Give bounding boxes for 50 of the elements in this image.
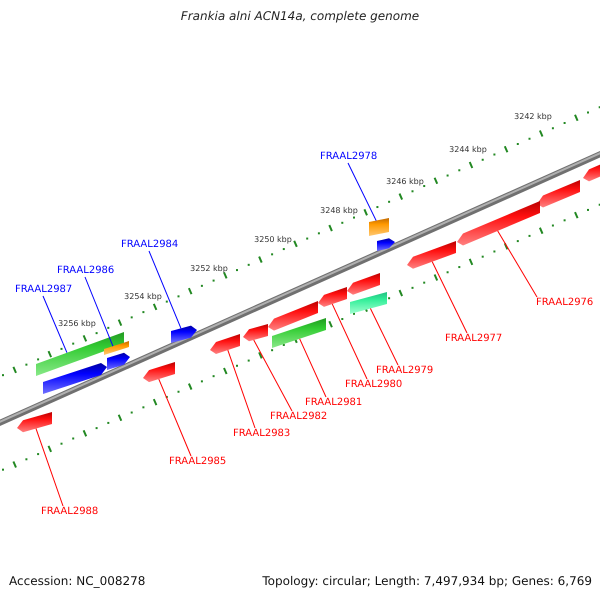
position-label: 3244 kbp [449, 145, 487, 155]
leader-line [497, 230, 538, 298]
gene-label: FRAAL2981 [305, 397, 362, 409]
gene-label: FRAAL2980 [345, 379, 402, 391]
leader-line [299, 338, 326, 398]
gene-label: FRAAL2978 [320, 151, 378, 163]
gene-label: FRAAL2983 [233, 428, 290, 440]
gene-label: FRAAL2979 [376, 365, 434, 377]
gene-bar [243, 324, 268, 342]
gene-bar [17, 412, 52, 432]
gene-bar [36, 332, 124, 376]
gene-label: FRAAL2988 [41, 506, 98, 518]
gene-label: FRAAL2977 [445, 333, 502, 345]
gene-bar [369, 218, 389, 236]
leader-line [370, 308, 398, 366]
diagram-title: Frankia alni ACN14a, complete genome [180, 8, 420, 25]
gene-bar [350, 292, 387, 314]
leader-line [36, 428, 64, 506]
gene-bar [318, 287, 347, 307]
gene-bar [104, 341, 129, 355]
position-label: 3254 kbp [124, 292, 162, 302]
gene-label: FRAAL2982 [270, 411, 328, 423]
leader-line [227, 350, 256, 428]
leader-line [42, 296, 68, 354]
footer-text: Accession: NC_008278 [9, 574, 146, 588]
gene-label: FRAAL2984 [121, 239, 178, 251]
leader-line [348, 162, 377, 222]
leader-line [158, 378, 192, 456]
gene-label: FRAAL2976 [536, 297, 594, 309]
leader-line [84, 276, 114, 347]
position-label: 3242 kbp [514, 112, 552, 122]
gene-bar [407, 241, 456, 269]
position-label: 3252 kbp [190, 264, 228, 274]
gene-bar [143, 362, 175, 382]
position-label: 3248 kbp [320, 206, 358, 216]
gene-label: FRAAL2986 [57, 265, 114, 277]
gene-bar [457, 201, 540, 246]
position-label: 3246 kbp [386, 177, 424, 187]
leader-line [332, 304, 368, 380]
gene-bar [171, 326, 197, 343]
gene-bar [272, 318, 326, 348]
leader-line [253, 339, 292, 412]
gene-bar [210, 334, 240, 354]
footer-text: Topology: circular; Length: 7,497,934 bp; Genes: 6,769 [262, 574, 592, 588]
position-label: 3250 kbp [254, 235, 292, 245]
position-label: 3256 kbp [58, 319, 96, 329]
leader-line [148, 250, 182, 329]
gene-label: FRAAL2985 [169, 456, 226, 468]
gene-label: FRAAL2987 [15, 284, 72, 296]
leader-line [432, 261, 468, 334]
